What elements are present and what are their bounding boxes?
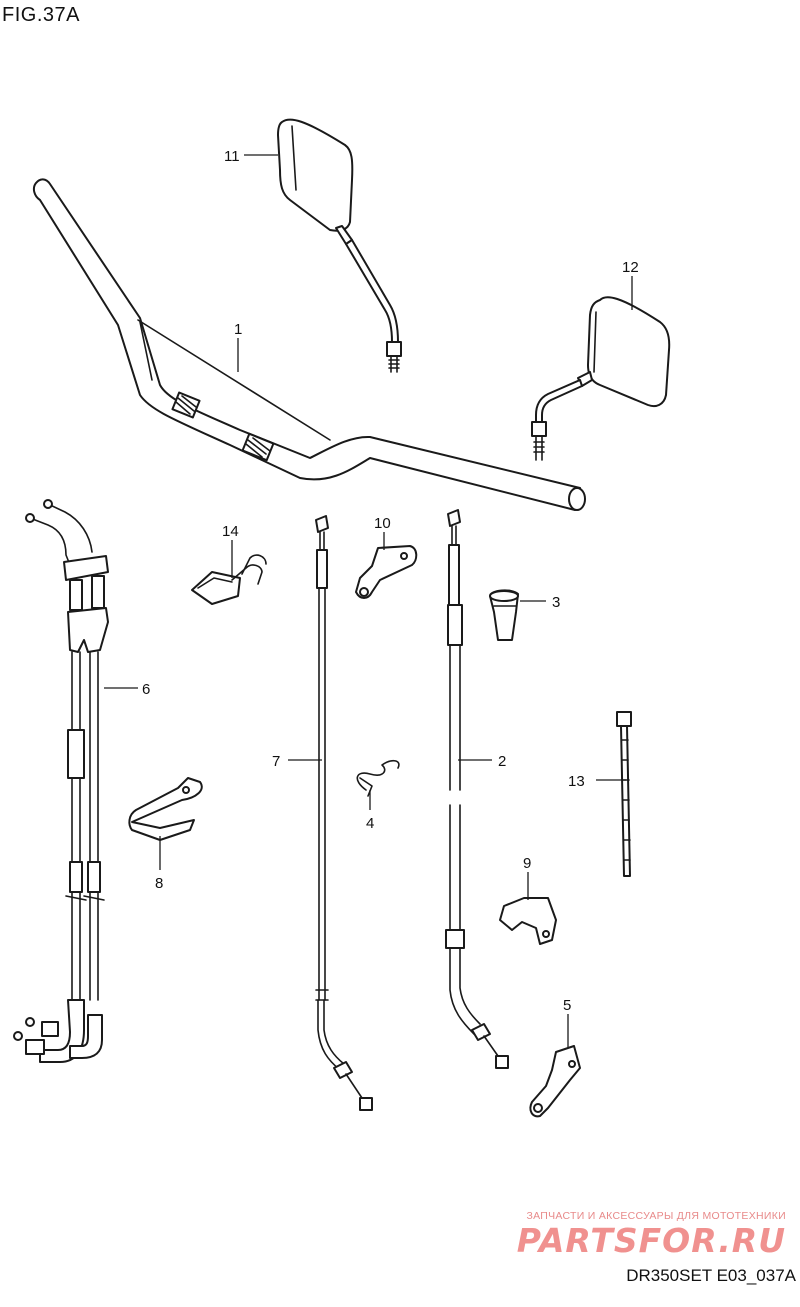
callout-9: 9 xyxy=(523,855,531,872)
callout-3: 3 xyxy=(552,594,560,611)
right-mirror-part-12[interactable] xyxy=(531,296,671,461)
watermark-caption: ЗАПЧАСТИ И АКСЕССУАРЫ ДЛЯ МОТОТЕХНИКИ xyxy=(526,1210,786,1222)
callout-13: 13 xyxy=(568,773,585,790)
throttle-cable-part-6[interactable] xyxy=(13,499,109,1063)
callout-6: 6 xyxy=(142,681,150,698)
watermark: ЗАПЧАСТИ И АКСЕССУАРЫ ДЛЯ МОТОТЕХНИКИ PA… xyxy=(466,1210,786,1260)
diagram-code: DR350SET E03_037A xyxy=(626,1266,796,1285)
bracket-part-9[interactable] xyxy=(499,897,557,945)
figure-title: FIG.37A xyxy=(2,4,80,26)
leader-lines xyxy=(104,154,633,1048)
callout-labels: 11 12 1 14 10 3 6 7 2 4 13 8 9 5 xyxy=(142,148,639,1014)
callout-1: 1 xyxy=(234,321,242,338)
left-mirror-part-11[interactable] xyxy=(277,118,402,373)
watermark-logo: PARTSFOR.RU xyxy=(516,1221,786,1260)
callout-12: 12 xyxy=(622,259,639,276)
handlebar-part-1[interactable] xyxy=(32,178,586,511)
callout-10: 10 xyxy=(374,515,391,532)
cable-part-2[interactable] xyxy=(445,509,509,1069)
callout-8: 8 xyxy=(155,875,163,892)
clamp-part-14[interactable] xyxy=(191,554,267,605)
callout-11: 11 xyxy=(224,148,240,165)
callout-2: 2 xyxy=(498,753,506,770)
bracket-part-5[interactable] xyxy=(529,1045,581,1118)
callout-7: 7 xyxy=(272,753,280,770)
callout-4: 4 xyxy=(366,815,374,832)
cable-part-7[interactable] xyxy=(315,515,373,1111)
cable-tie-part-13[interactable] xyxy=(616,711,632,877)
bracket-part-10[interactable] xyxy=(355,545,418,599)
callout-14: 14 xyxy=(222,523,239,540)
boot-part-3[interactable] xyxy=(489,589,519,641)
callout-5: 5 xyxy=(563,997,571,1014)
holder-part-8[interactable] xyxy=(128,777,203,841)
clip-part-4[interactable] xyxy=(356,759,400,797)
